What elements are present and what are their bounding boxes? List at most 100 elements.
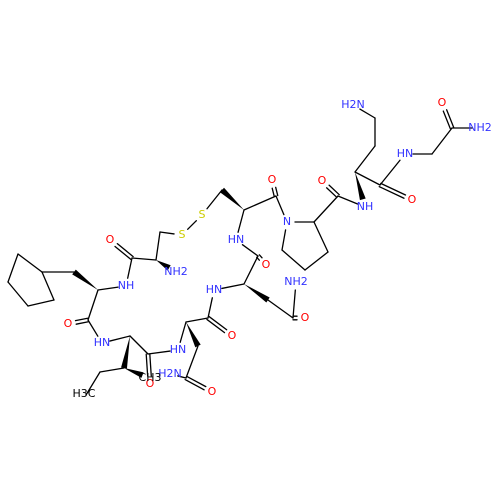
bond-c_cpa-hn_ile bbox=[87, 319, 99, 337]
atom-label-ch3_ile: CH3 bbox=[139, 371, 162, 384]
bond-s1-s2 bbox=[187, 220, 197, 230]
atom-label-nh_cpa: NH bbox=[118, 279, 135, 292]
bond-c_gly1-c_gly2 bbox=[431, 127, 453, 155]
double-bond-c_cys2-o_cys2 bbox=[271, 187, 275, 198]
wedge-bond-ca_asn-cb_asn bbox=[244, 284, 270, 303]
bond-cg_pro-cd_pro bbox=[281, 249, 306, 271]
wedge-bond-ca_ile-cb_ile bbox=[121, 336, 130, 369]
atom-label-nh2_asn: NH2 bbox=[284, 275, 308, 288]
bond-cd_pro-n_pro bbox=[281, 229, 287, 251]
atom-label-nh_cys2: HN bbox=[228, 233, 245, 246]
bond-c_cys2-ca_cys2 bbox=[243, 195, 277, 211]
atom-label-o_asn_bb: O bbox=[262, 258, 271, 271]
double-bond-c_proam-o_pro_amide bbox=[325, 187, 338, 198]
bond-c_asn2_bb-ca_asn2 bbox=[185, 317, 209, 323]
bond-hn_asn2-ca_asn2 bbox=[179, 321, 187, 343]
bond-cp3-cp4 bbox=[7, 281, 29, 307]
double-bond-c_proam-o_pro_amide bbox=[328, 184, 340, 196]
atom-label-nh_dab: NH bbox=[357, 200, 374, 213]
atom-label-h2n_asn2: H2N bbox=[158, 367, 182, 380]
atom-label-h2n_top: H2N bbox=[341, 98, 365, 111]
bond-n_pro-c_cys2 bbox=[275, 195, 285, 216]
double-bond-c_asn2_bb-o_asn2_bb bbox=[208, 315, 228, 331]
bond-ca_cys2-nh_cys2 bbox=[237, 209, 245, 233]
atom-label-o_dab: O bbox=[408, 193, 417, 206]
bond-cb_asn-c_asn_s bbox=[267, 299, 294, 319]
bond-c_asn_s-nh2_asn bbox=[292, 289, 296, 319]
atom-label-hn_ile: HN bbox=[94, 336, 111, 349]
bond-cb_pro-cg_pro bbox=[304, 251, 329, 271]
double-bond-c_cpa-o_cpa bbox=[75, 321, 90, 325]
bond-c_ile-hn_asn2 bbox=[147, 350, 171, 355]
double-bond-c_ile-o_ile bbox=[149, 353, 152, 377]
bond-c_asn_bb-ca_asn bbox=[243, 255, 259, 285]
wedge-bond-ca_cpa-cb_cpa bbox=[72, 269, 98, 290]
atom-label-o_asn2_side: O bbox=[208, 385, 217, 398]
bond-cp1-cp2 bbox=[17, 253, 43, 273]
double-bond-c_asn2_bb-o_asn2_bb bbox=[206, 318, 226, 334]
bond-cb_asn2-c_asn2_s bbox=[185, 345, 199, 379]
wedge-bond-ca_dab-nh_dab bbox=[355, 172, 366, 201]
double-bond-c_gly2-o_gly bbox=[445, 109, 455, 128]
atom-label-o_pro_amide: O bbox=[318, 174, 327, 187]
double-bond-c_asn2_s-o_asn2_side bbox=[184, 378, 205, 391]
atom-label-o_cpa: O bbox=[64, 317, 73, 330]
wedge-bond-ca_asn2-cb_asn2 bbox=[186, 322, 201, 348]
bond-ca_dab-c_dab bbox=[354, 171, 381, 186]
wedge-bond-ca_cys1-nh2_cys1 bbox=[156, 260, 171, 271]
bond-h2n_top-c1 bbox=[359, 108, 376, 119]
bond-nh_cpa-ca_cpa bbox=[97, 286, 119, 291]
double-bond-c_gly2-o_gly bbox=[442, 110, 451, 130]
atom-label-n_pro: N bbox=[283, 215, 291, 228]
bond-c_dab-nh_gly bbox=[379, 159, 401, 186]
atom-label-h3c_ile: H3C bbox=[73, 387, 96, 400]
atom-label-nh2_cys1: NH2 bbox=[164, 265, 188, 278]
bond-ca_cpa-c_cpa bbox=[87, 289, 99, 321]
bond-nh_dab-c_proam bbox=[337, 195, 359, 205]
bond-c_asn2_s-h2n_asn2 bbox=[177, 375, 187, 379]
bond-hn_asn-c_asn2_bb bbox=[207, 297, 213, 319]
bond-cp4-cp5 bbox=[27, 299, 55, 307]
bond-c_proam-ca_pro bbox=[313, 195, 339, 223]
atom-label-o_gly: O bbox=[438, 96, 447, 109]
bond-cp5-cp1 bbox=[41, 271, 55, 301]
bond-ca_cys1-c_cys1 bbox=[131, 257, 157, 261]
double-bond-c_ile-o_ile bbox=[145, 353, 149, 377]
bond-layer bbox=[7, 108, 473, 396]
bond-cb_cys2-s1 bbox=[206, 189, 223, 210]
bond-nh_cys2-c_asn_bb bbox=[241, 244, 259, 257]
atom-label-o_cys1: O bbox=[106, 233, 115, 246]
atom-label-nh2_top_right: NH2 bbox=[468, 121, 492, 134]
atom-label-nh_gly: HN bbox=[397, 147, 414, 160]
wedge-bond-ca_cys2-cb_cys2 bbox=[219, 187, 244, 210]
double-bond-c_asn_bb-o_asn_bb bbox=[258, 254, 263, 259]
bond-cp2-cp3 bbox=[7, 253, 19, 283]
bond-ca_pro-cb_pro bbox=[313, 221, 329, 253]
atom-label-o_asn2_bb: O bbox=[228, 329, 237, 342]
double-bond-c_cys2-o_cys2 bbox=[275, 186, 279, 197]
double-bond-c_cys1-o_cys1 bbox=[114, 245, 132, 261]
bond-hn_ile-ca_ile bbox=[109, 335, 131, 342]
double-bond-c_dab-o_dab bbox=[380, 182, 407, 196]
bond-s2-cb_cys1 bbox=[159, 231, 175, 235]
atom-label-o_asn_side: O bbox=[301, 311, 310, 324]
bond-c2-ca_dab bbox=[354, 145, 376, 173]
bond-ca_ile-c_ile bbox=[129, 335, 149, 355]
bond-cb_ile-cg1_ile bbox=[99, 367, 125, 373]
bond-cg1_ile-cd_ile bbox=[85, 371, 101, 396]
bond-c_cys1-nh_cpa bbox=[127, 257, 133, 279]
wedge-bond-cb_ile-ch3_ile bbox=[124, 368, 144, 378]
bond-ca_asn-hn_asn bbox=[221, 283, 245, 290]
double-bond-c_cys1-o_cys1 bbox=[116, 243, 134, 258]
atom-label-hn_asn: HN bbox=[206, 283, 223, 296]
atom-label-o_cys2: O bbox=[268, 173, 277, 186]
atom-label-hn_asn2: HN bbox=[170, 343, 187, 356]
double-bond-c_dab-o_dab bbox=[378, 185, 405, 199]
atom-label-s1: S bbox=[199, 208, 206, 221]
bond-cb_cys1-ca_cys1 bbox=[155, 231, 161, 261]
double-bond-c_asn2_s-o_asn2_side bbox=[186, 375, 207, 388]
atom-label-o_ile: O bbox=[146, 377, 155, 390]
double-bond-c_cpa-o_cpa bbox=[74, 317, 89, 322]
